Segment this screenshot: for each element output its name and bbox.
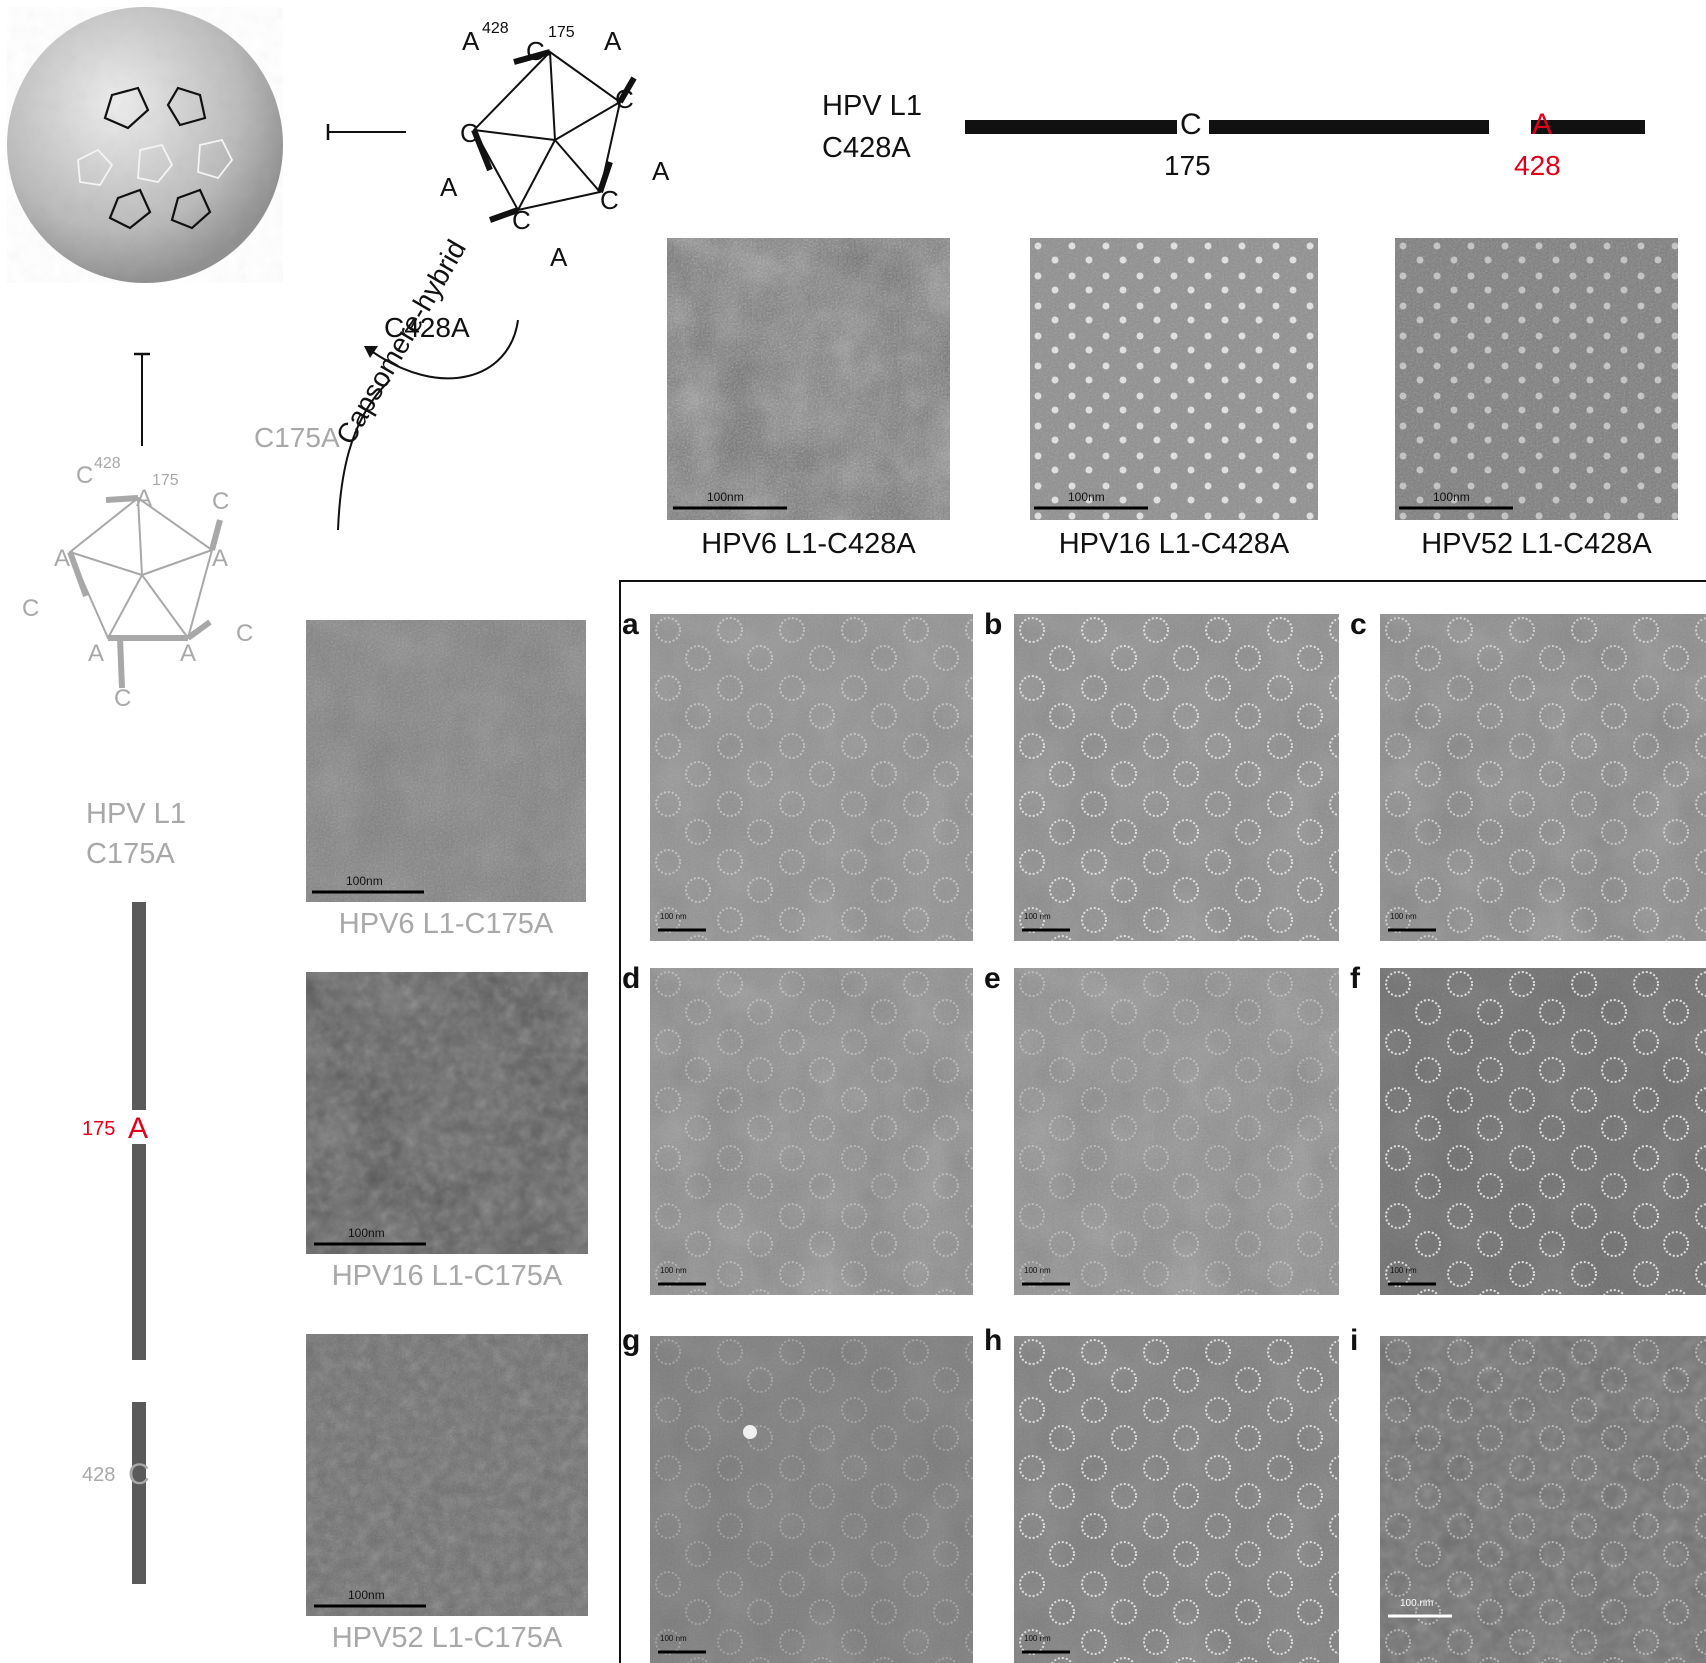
pentamer-label: C bbox=[22, 595, 40, 622]
scale-bar-label: 100 nm bbox=[1390, 1266, 1417, 1275]
gene-title: HPV L1 bbox=[86, 798, 186, 830]
pentamer-label: A bbox=[440, 172, 458, 202]
micrograph-panel-b: 100 nm bbox=[1014, 614, 1339, 941]
micrograph-hpv6-c428a: 100nm bbox=[667, 238, 950, 520]
mutation-label: C175A bbox=[254, 422, 340, 453]
micrograph-panel-e: 100 nm bbox=[1014, 968, 1339, 1295]
panel-letter: e bbox=[984, 962, 1001, 995]
scale-bar-label: 100nm bbox=[348, 1588, 385, 1602]
gene-subtitle: C428A bbox=[822, 132, 911, 164]
pentamer-label: A bbox=[462, 26, 480, 56]
pentamer-label: A bbox=[550, 242, 568, 272]
micrograph-hpv16-c175a: 100nm bbox=[306, 972, 588, 1254]
panel-letter: d bbox=[622, 962, 641, 995]
pentamer-label: A bbox=[180, 640, 197, 667]
gene-residue: A bbox=[1532, 108, 1553, 141]
panel-letter: f bbox=[1350, 962, 1360, 995]
capsid-model bbox=[0, 0, 290, 290]
micrograph-panel-d: 100 nm bbox=[650, 968, 973, 1295]
pentamer-label: C bbox=[212, 488, 230, 515]
micrograph-panel-h: 100 nm bbox=[1014, 1336, 1339, 1663]
arrow-label: C428A bbox=[384, 312, 470, 343]
micrograph-panel-i: 100 nm bbox=[1380, 1336, 1706, 1663]
scale-bar-label: 100 nm bbox=[1400, 1598, 1434, 1609]
gene-bar-top bbox=[965, 120, 1645, 134]
inhibit-arrow-top bbox=[326, 122, 406, 142]
scale-bar-label: 100 nm bbox=[1024, 912, 1051, 921]
micrograph-caption: HPV52 L1-C175A bbox=[331, 1622, 563, 1654]
divider-vertical bbox=[619, 580, 621, 1663]
pentamer-label: C bbox=[76, 462, 94, 489]
gene-bar-left bbox=[132, 902, 146, 1584]
pentamer-label: C bbox=[615, 84, 634, 114]
scale-bar-label: 100nm bbox=[1068, 490, 1105, 504]
micrograph-caption: HPV6 L1-C428A bbox=[701, 528, 916, 560]
panel-letter: a bbox=[622, 608, 639, 641]
gene-subtitle: C175A bbox=[86, 838, 175, 870]
capsomere-hybrid-arrow bbox=[330, 310, 540, 540]
scale-bar-label: 100 nm bbox=[660, 912, 687, 921]
micrograph-hpv52-c428a: 100nm bbox=[1395, 238, 1678, 520]
panel-letter: b bbox=[984, 608, 1003, 641]
micrograph-panel-c: 100 nm bbox=[1380, 614, 1706, 941]
micrograph-hpv52-c175a: 100nm bbox=[306, 1334, 588, 1616]
scale-bar-label: 100nm bbox=[348, 1226, 385, 1240]
panel-letter: h bbox=[984, 1324, 1003, 1357]
gene-residue: C bbox=[128, 1458, 150, 1491]
pentamer-number: 428 bbox=[482, 20, 509, 37]
micrograph-caption: HPV16 L1-C175A bbox=[331, 1260, 563, 1292]
scale-bar-label: 100 nm bbox=[1390, 912, 1417, 921]
micrograph-hpv16-c428a: 100nm bbox=[1030, 238, 1318, 520]
scale-bar-label: 100 nm bbox=[1024, 1634, 1051, 1643]
micrograph-caption: HPV16 L1-C428A bbox=[1058, 528, 1290, 560]
gene-residue: A bbox=[128, 1112, 149, 1145]
pentamer-label: C bbox=[526, 36, 545, 66]
pentamer-label: C bbox=[114, 685, 132, 712]
gene-position: 175 bbox=[1164, 150, 1211, 181]
inhibit-arrow-left bbox=[132, 350, 152, 446]
gene-position: 428 bbox=[82, 1464, 116, 1486]
pentamer-label: A bbox=[604, 26, 622, 56]
pentamer-label: C bbox=[460, 118, 479, 148]
micrograph-caption: HPV6 L1-C175A bbox=[338, 908, 554, 940]
pentamer-label: A bbox=[212, 545, 229, 572]
pentamer-c175a bbox=[0, 440, 290, 740]
pentamer-label: A bbox=[652, 156, 670, 186]
panel-letter: i bbox=[1350, 1324, 1359, 1357]
scale-bar-label: 100 nm bbox=[660, 1266, 687, 1275]
pentamer-label: A bbox=[136, 485, 153, 512]
pentamer-label: C bbox=[236, 620, 254, 647]
gene-title: HPV L1 bbox=[822, 90, 922, 122]
micrograph-panel-a: 100 nm bbox=[650, 614, 973, 941]
pentamer-label: A bbox=[54, 545, 71, 572]
pentamer-number: 175 bbox=[152, 472, 179, 489]
scale-bar-label: 100nm bbox=[707, 490, 744, 504]
gene-residue: C bbox=[1180, 108, 1202, 141]
scale-bar-label: 100nm bbox=[1433, 490, 1470, 504]
divider-horizontal bbox=[619, 580, 1706, 582]
pentamer-label: C bbox=[600, 185, 619, 215]
gene-position: 428 bbox=[1514, 150, 1561, 181]
pentamer-number: 428 bbox=[94, 455, 121, 472]
pentamer-c428a bbox=[410, 10, 710, 310]
micrograph-panel-f: 100 nm bbox=[1380, 968, 1706, 1295]
pentamer-number: 175 bbox=[548, 24, 575, 41]
scale-bar-label: 100 nm bbox=[1024, 1266, 1051, 1275]
panel-letter: c bbox=[1350, 608, 1367, 641]
pentamer-label: A bbox=[88, 640, 105, 667]
pentamer-label: C bbox=[512, 205, 531, 235]
micrograph-panel-g: 100 nm bbox=[650, 1336, 973, 1663]
micrograph-caption: HPV52 L1-C428A bbox=[1421, 528, 1652, 560]
panel-letter: g bbox=[622, 1324, 641, 1357]
gene-position: 175 bbox=[82, 1118, 116, 1140]
micrograph-hpv6-c175a: 100nm bbox=[306, 620, 586, 902]
scale-bar-label: 100 nm bbox=[660, 1634, 687, 1643]
scale-bar-label: 100nm bbox=[346, 874, 383, 888]
